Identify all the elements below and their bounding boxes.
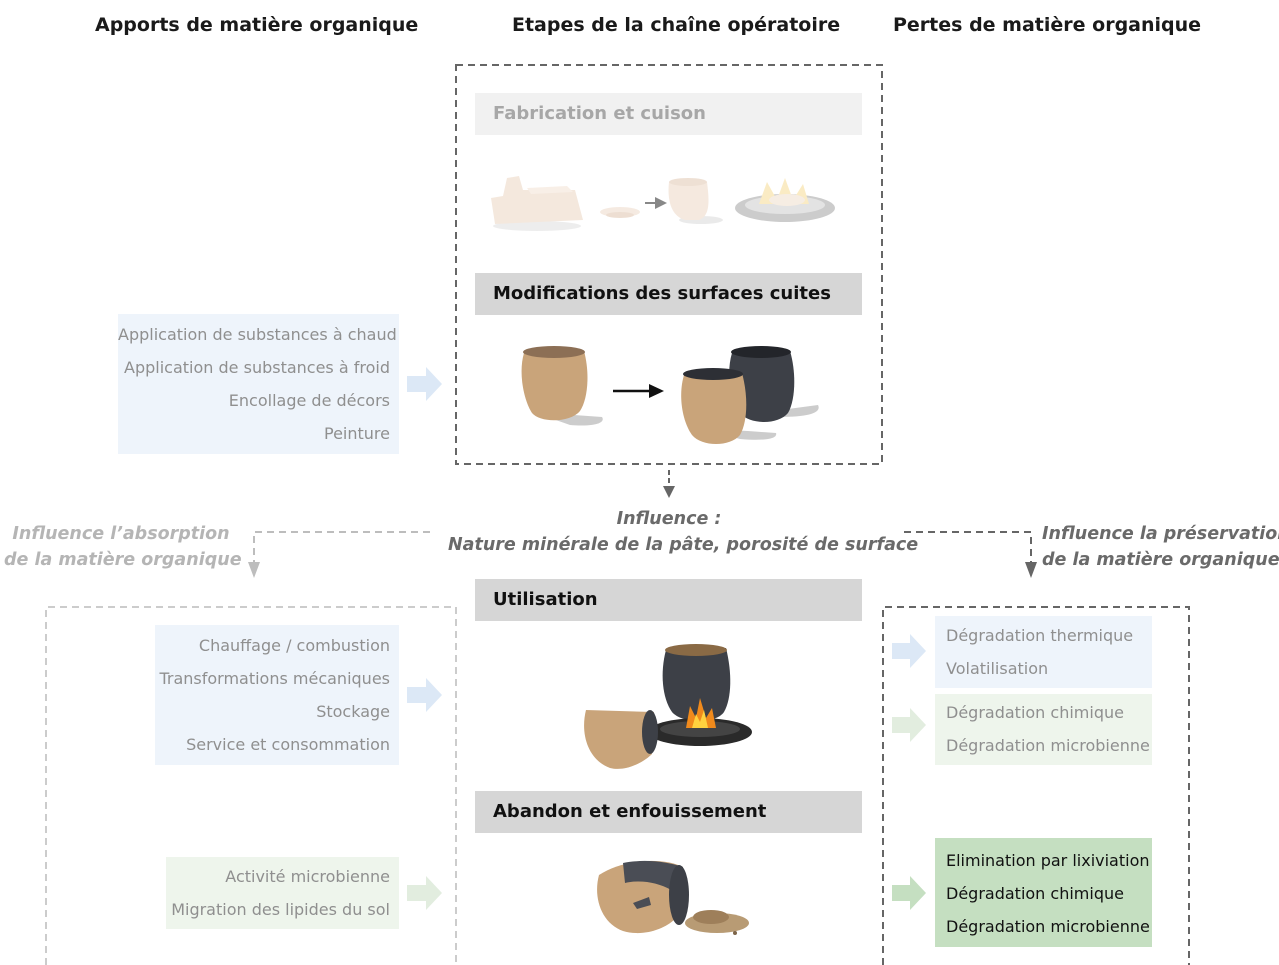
right-influence-connector xyxy=(904,531,1032,562)
black-arrow-icon xyxy=(613,384,664,398)
input-item: Peinture xyxy=(324,424,390,443)
usage-illustration xyxy=(584,644,752,769)
loss-box-burial: Elimination par lixiviation Dégradation … xyxy=(935,838,1152,947)
loss-item: Dégradation thermique xyxy=(946,626,1134,645)
influence-right-note: Influence la préservation de la matière … xyxy=(1042,521,1279,573)
down-connector-arrowhead xyxy=(663,486,675,498)
influence-center-note: Influence : Nature minérale de la pâte, … xyxy=(448,506,919,558)
influence-center-text: Nature minérale de la pâte, porosité de … xyxy=(448,535,919,555)
loss-item: Volatilisation xyxy=(946,659,1049,678)
arrow-right-icon xyxy=(892,708,926,742)
arrow-right-icon xyxy=(407,678,442,712)
arrow-right-icon xyxy=(407,367,442,401)
arrow-gray-icon xyxy=(645,197,667,209)
right-frame xyxy=(882,606,1190,965)
stage-surface-modification: Modifications des surfaces cuites xyxy=(475,273,862,315)
loss-box-chemical: Dégradation chimique Dégradation microbi… xyxy=(935,694,1152,765)
upper-stage-frame xyxy=(455,64,883,465)
right-influence-arrowhead xyxy=(1025,562,1037,578)
clay-disc-icon xyxy=(600,207,640,218)
input-box-burial: Activité microbienne Migration des lipid… xyxy=(166,857,399,929)
loss-item: Dégradation chimique xyxy=(946,884,1124,903)
fabrication-illustration xyxy=(491,176,835,231)
loss-item: Elimination par lixiviation xyxy=(946,851,1150,870)
soil-pile-icon xyxy=(685,910,749,935)
loss-box-thermal: Dégradation thermique Volatilisation xyxy=(935,616,1152,688)
open-fire-icon xyxy=(735,178,835,222)
influence-right-line1: Influence la préservation xyxy=(1042,524,1279,544)
input-box-surface: Application de substances à chaud Applic… xyxy=(118,314,399,454)
surface-modification-illustration xyxy=(521,346,819,444)
influence-left-note: Influence l’absorption de la matière org… xyxy=(4,521,242,573)
tan-pot-icon xyxy=(521,346,603,426)
input-item: Application de substances à chaud xyxy=(118,325,397,344)
arrow-right-icon xyxy=(892,876,926,910)
input-box-usage: Chauffage / combustion Transformations m… xyxy=(155,625,399,765)
stage-fabrication: Fabrication et cuison xyxy=(475,93,862,135)
raw-pot-icon xyxy=(668,178,723,224)
loss-item: Dégradation chimique xyxy=(946,703,1124,722)
arrow-right-icon xyxy=(407,876,442,910)
cooking-pot-icon xyxy=(662,644,731,721)
burial-illustration xyxy=(597,860,749,935)
left-influence-arrowhead xyxy=(248,562,260,578)
input-item: Application de substances à froid xyxy=(124,358,390,377)
header-losses: Pertes de matière organique xyxy=(893,14,1202,36)
campfire-icon xyxy=(648,698,752,746)
arrow-right-icon xyxy=(892,634,926,668)
input-item: Stockage xyxy=(316,702,390,721)
stage-usage: Utilisation xyxy=(475,579,862,621)
stage-burial: Abandon et enfouissement xyxy=(475,791,862,833)
influence-left-line1: Influence l’absorption xyxy=(12,524,230,544)
loss-item: Dégradation microbienne xyxy=(946,917,1150,936)
input-item: Activité microbienne xyxy=(225,867,390,886)
influence-left-line2: de la matière organique xyxy=(4,550,242,570)
loss-item: Dégradation microbienne xyxy=(946,736,1150,755)
left-influence-connector xyxy=(253,531,430,562)
buried-pot-icon xyxy=(597,860,689,934)
input-item: Service et consommation xyxy=(186,735,390,754)
tan-pot-coated-icon xyxy=(681,368,777,444)
input-item: Transformations mécaniques xyxy=(159,669,390,688)
influence-center-title: Influence : xyxy=(616,509,722,529)
input-item: Encollage de décors xyxy=(228,391,390,410)
fallen-pot-icon xyxy=(584,710,658,769)
header-stages: Etapes de la chaîne opératoire xyxy=(512,14,841,36)
header-inputs: Apports de matière organique xyxy=(95,14,419,36)
clay-block-icon xyxy=(491,176,583,231)
input-item: Migration des lipides du sol xyxy=(171,900,390,919)
influence-right-line2: de la matière organique xyxy=(1042,550,1279,570)
input-item: Chauffage / combustion xyxy=(198,636,390,655)
